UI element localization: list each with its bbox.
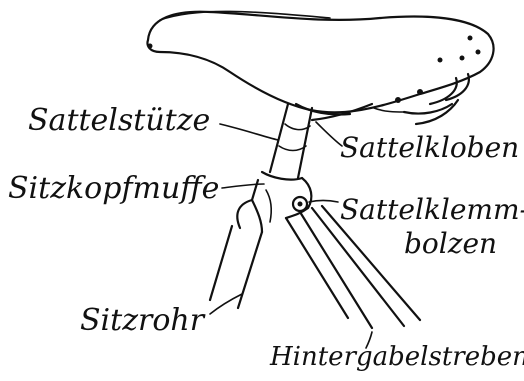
label-seatpost: Sattelstütze: [28, 106, 210, 136]
seatpost: [270, 104, 312, 178]
saddle: [148, 11, 494, 112]
label-saddle-clamp: Sattelkloben: [340, 134, 519, 162]
label-clamp-bolt-line1: Sattelklemm-: [340, 196, 524, 224]
label-seat-lug: Sitzkopfmuffe: [8, 174, 219, 204]
label-clamp-bolt-line2: bolzen: [404, 230, 497, 258]
seat-tube: [210, 226, 262, 308]
label-seat-tube: Sitzrohr: [80, 306, 204, 336]
seat-lug: [237, 172, 311, 232]
label-seat-stays: Hintergabelstreben: [270, 344, 524, 370]
